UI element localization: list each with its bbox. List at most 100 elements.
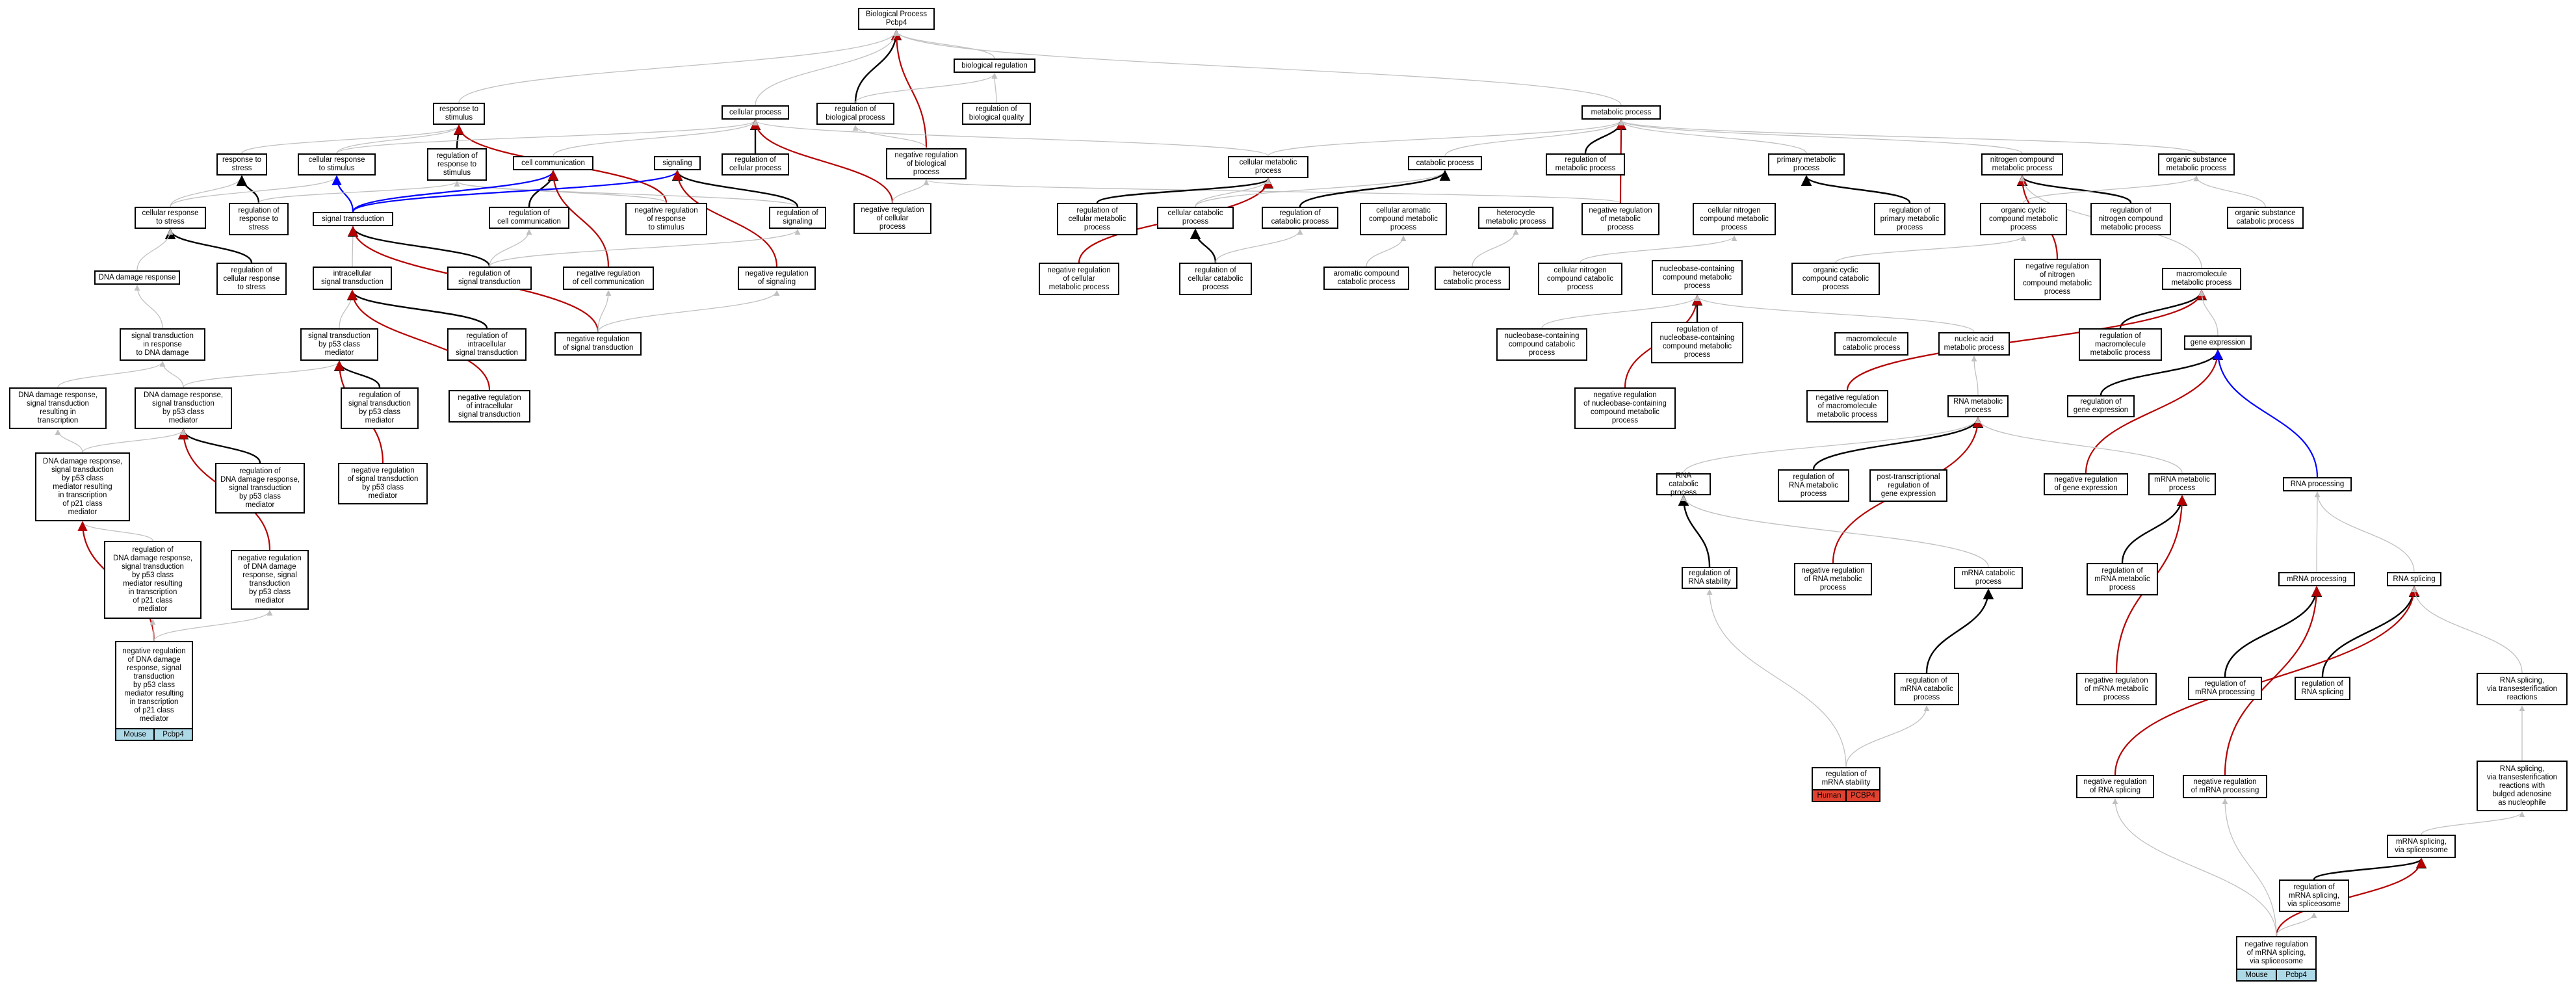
go-term-node[interactable]: negative regulation of mRNA metabolic pr… <box>2076 673 2157 705</box>
go-term-node[interactable]: regulation of gene expression <box>2067 395 2135 417</box>
go-term-node[interactable]: primary metabolic process <box>1768 153 1845 176</box>
go-term-node[interactable]: negative regulation of mRNA splicing, vi… <box>2236 936 2317 970</box>
go-term-node[interactable]: regulation of cell communication <box>489 207 569 229</box>
go-term-node[interactable]: regulation of response to stimulus <box>427 148 487 181</box>
go-term-node[interactable]: negative regulation of RNA splicing <box>2076 775 2154 798</box>
go-term-node[interactable]: signaling <box>654 156 701 170</box>
go-term-node[interactable]: negative regulation of signal transducti… <box>338 463 428 504</box>
go-term-node[interactable]: mRNA splicing, via spliceosome <box>2387 835 2456 858</box>
go-term-node[interactable]: biological regulation <box>954 59 1035 73</box>
go-term-node[interactable]: regulation of primary metabolic process <box>1874 203 1945 235</box>
go-term-node[interactable]: nitrogen compound metabolic process <box>1981 153 2063 176</box>
go-term-node[interactable]: negative regulation of cellular metaboli… <box>1039 263 1119 295</box>
go-term-node[interactable]: signal transduction <box>313 212 393 226</box>
go-term-node[interactable]: regulation of nucleobase-containing comp… <box>1651 322 1743 363</box>
go-term-node[interactable]: regulation of cellular catabolic process <box>1179 263 1252 295</box>
go-term-node[interactable]: negative regulation of biological proces… <box>886 148 967 179</box>
go-term-node[interactable]: heterocycle catabolic process <box>1435 267 1510 290</box>
go-term-node[interactable]: DNA damage response <box>94 270 180 285</box>
go-term-node[interactable]: RNA catabolic process <box>1656 472 1711 497</box>
go-term-node[interactable]: negative regulation of macromolecule met… <box>1806 390 1888 423</box>
go-term-node[interactable]: regulation of DNA damage response, signa… <box>104 541 202 619</box>
go-term-node[interactable]: negative regulation of nucleobase-contai… <box>1574 387 1676 429</box>
go-term-node[interactable]: regulation of RNA splicing <box>2295 677 2350 700</box>
go-term-node[interactable]: signal transduction by p53 class mediato… <box>300 328 378 361</box>
go-term-node[interactable]: negative regulation of nitrogen compound… <box>2014 259 2101 300</box>
go-term-node[interactable]: regulation of signal transduction <box>447 267 532 290</box>
go-term-node[interactable]: organic cyclic compound catabolic proces… <box>1791 263 1880 295</box>
go-term-node[interactable]: negative regulation of gene expression <box>2044 473 2128 495</box>
go-term-node[interactable]: response to stress <box>216 153 267 176</box>
go-term-node[interactable]: post-transcriptional regulation of gene … <box>1869 469 1947 502</box>
go-term-node[interactable]: organic substance catabolic process <box>2227 207 2304 229</box>
go-term-node[interactable]: cellular response to stimulus <box>298 153 376 176</box>
go-term-node[interactable]: negative regulation of cellular process <box>853 203 931 234</box>
go-term-node[interactable]: regulation of biological process <box>816 103 894 125</box>
go-term-node[interactable]: regulation of cellular process <box>722 153 789 176</box>
go-term-node[interactable]: heterocycle metabolic process <box>1478 207 1554 229</box>
go-term-node[interactable]: regulation of RNA stability <box>1682 567 1737 589</box>
go-term-node[interactable]: macromolecule metabolic process <box>2162 268 2241 290</box>
go-term-node[interactable]: cell communication <box>513 156 593 170</box>
go-term-node[interactable]: regulation of mRNA stability <box>1812 767 1880 790</box>
go-term-node[interactable]: organic substance metabolic process <box>2158 153 2235 176</box>
go-term-node[interactable]: regulation of biological quality <box>962 103 1031 125</box>
go-term-node[interactable]: regulation of mRNA processing <box>2188 677 2262 700</box>
go-term-node[interactable]: cellular nitrogen compound catabolic pro… <box>1538 263 1622 295</box>
go-term-node[interactable]: negative regulation of mRNA processing <box>2183 775 2267 798</box>
go-term-node[interactable]: negative regulation of DNA damage respon… <box>231 550 309 610</box>
go-term-node[interactable]: regulation of mRNA splicing, via spliceo… <box>2279 879 2349 912</box>
go-term-node[interactable]: negative regulation of signal transducti… <box>554 332 642 356</box>
go-term-node[interactable]: RNA processing <box>2283 477 2352 491</box>
go-term-node[interactable]: regulation of catabolic process <box>1262 207 1338 229</box>
go-term-node[interactable]: regulation of mRNA catabolic process <box>1894 673 1959 705</box>
go-term-node[interactable]: regulation of signal transduction by p53… <box>341 387 419 429</box>
go-term-node[interactable]: regulation of metabolic process <box>1546 153 1625 176</box>
go-term-node[interactable]: regulation of mRNA metabolic process <box>2087 563 2158 595</box>
go-term-node[interactable]: regulation of response to stress <box>229 203 289 235</box>
go-term-node[interactable]: regulation of intracellular signal trans… <box>447 328 527 361</box>
go-term-node[interactable]: cellular response to stress <box>135 207 206 229</box>
go-term-node[interactable]: RNA splicing, via transesterification re… <box>2477 761 2568 811</box>
go-term-node[interactable]: RNA splicing, via transesterification re… <box>2477 673 2568 705</box>
go-term-node[interactable]: signal transduction in response to DNA d… <box>120 328 205 361</box>
go-term-node[interactable]: mRNA processing <box>2278 572 2355 586</box>
go-term-node[interactable]: negative regulation of metabolic process <box>1581 203 1659 235</box>
go-term-node[interactable]: nucleobase-containing compound catabolic… <box>1496 328 1587 361</box>
go-term-node[interactable]: cellular metabolic process <box>1228 156 1308 178</box>
go-term-node[interactable]: negative regulation of response to stimu… <box>625 203 707 235</box>
go-term-node[interactable]: Biological Process Pcbp4 <box>858 8 935 30</box>
go-term-node[interactable]: macromolecule catabolic process <box>1834 332 1908 356</box>
go-term-node[interactable]: mRNA catabolic process <box>1954 567 2023 589</box>
go-term-node[interactable]: regulation of DNA damage response, signa… <box>215 463 305 514</box>
go-term-node[interactable]: catabolic process <box>1408 156 1482 170</box>
go-term-node[interactable]: metabolic process <box>1581 105 1661 120</box>
go-term-node[interactable]: aromatic compound catabolic process <box>1323 267 1409 290</box>
go-term-node[interactable]: regulation of signaling <box>769 207 826 229</box>
go-term-node[interactable]: DNA damage response, signal transduction… <box>35 452 130 521</box>
go-term-node[interactable]: negative regulation of intracellular sig… <box>449 390 530 423</box>
go-term-node[interactable]: cellular nitrogen compound metabolic pro… <box>1693 203 1776 235</box>
go-term-node[interactable]: DNA damage response, signal transduction… <box>9 387 107 429</box>
go-term-node[interactable]: negative regulation of RNA metabolic pro… <box>1794 563 1872 595</box>
go-term-node[interactable]: negative regulation of signaling <box>738 267 816 290</box>
go-term-node[interactable]: DNA damage response, signal transduction… <box>135 387 232 429</box>
go-term-node[interactable]: mRNA metabolic process <box>2148 473 2216 495</box>
go-term-node[interactable]: gene expression <box>2184 335 2252 350</box>
go-term-node[interactable]: response to stimulus <box>433 103 485 125</box>
go-term-node[interactable]: regulation of cellular metabolic process <box>1057 203 1138 235</box>
go-term-node[interactable]: intracellular signal transduction <box>313 267 392 290</box>
go-term-node[interactable]: negative regulation of DNA damage respon… <box>115 641 193 729</box>
go-term-node[interactable]: regulation of RNA metabolic process <box>1778 469 1849 502</box>
go-term-node[interactable]: RNA metabolic process <box>1947 395 2009 417</box>
go-term-node[interactable]: nucleobase-containing compound metabolic… <box>1652 260 1743 295</box>
go-term-node[interactable]: nucleic acid metabolic process <box>1938 332 2010 356</box>
go-term-node[interactable]: regulation of cellular response to stres… <box>216 263 287 295</box>
go-term-node[interactable]: regulation of macromolecule metabolic pr… <box>2079 328 2162 361</box>
go-term-node[interactable]: negative regulation of cell communicatio… <box>563 267 654 290</box>
go-term-node[interactable]: RNA splicing <box>2387 572 2441 586</box>
go-term-node[interactable]: cellular catabolic process <box>1157 207 1234 229</box>
go-term-node[interactable]: cellular process <box>722 105 789 120</box>
go-term-node[interactable]: organic cyclic compound metabolic proces… <box>1980 203 2067 235</box>
go-term-node[interactable]: cellular aromatic compound metabolic pro… <box>1360 203 1447 235</box>
